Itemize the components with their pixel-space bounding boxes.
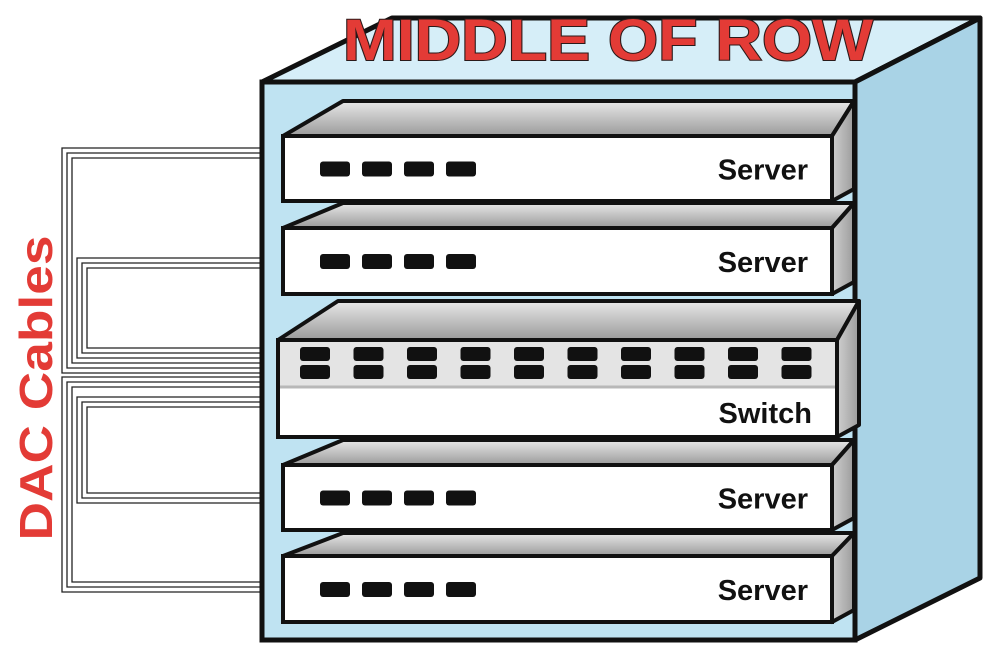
server-port xyxy=(320,582,350,597)
switch-port-lower xyxy=(353,365,384,379)
rack-side-face xyxy=(852,15,983,643)
server-unit-5: Server xyxy=(281,531,856,624)
switch-port-lower xyxy=(300,365,330,379)
switch-port-upper xyxy=(514,347,544,361)
server-port xyxy=(404,582,434,597)
switch-label: Switch xyxy=(719,398,812,430)
switch-port-upper xyxy=(728,347,758,361)
server-unit-4: Server xyxy=(281,438,856,532)
switch-port-lower xyxy=(460,365,491,379)
switch-port-upper xyxy=(460,347,491,361)
switch-unit: Switch xyxy=(276,299,861,439)
server-label: Server xyxy=(718,247,808,279)
server-port xyxy=(404,254,434,269)
server-label: Server xyxy=(718,155,808,187)
diagram-title: MIDDLE OF ROW xyxy=(343,8,873,73)
switch-port-lower xyxy=(781,365,812,379)
dac-cable-inner-bottom xyxy=(76,396,262,504)
dac-cables xyxy=(61,147,262,593)
server-unit-1: Server xyxy=(281,99,856,203)
device-top-face xyxy=(281,201,856,230)
dac-cable-outer-top xyxy=(61,147,262,374)
switch-port-upper xyxy=(300,347,330,361)
switch-port-lower xyxy=(514,365,544,379)
device-top-face xyxy=(281,438,856,467)
switch-port-lower xyxy=(407,365,437,379)
server-port xyxy=(320,490,350,506)
dac-cable-outer-bottom xyxy=(61,376,262,593)
switch-port-upper xyxy=(781,347,812,361)
switch-port-upper xyxy=(621,347,651,361)
switch-port-upper xyxy=(674,347,705,361)
server-port xyxy=(446,254,476,269)
server-port xyxy=(362,582,392,597)
switch-port-upper xyxy=(407,347,437,361)
server-port xyxy=(404,490,434,506)
server-port xyxy=(362,490,392,506)
device-top-face xyxy=(281,99,856,138)
device-top-face xyxy=(276,299,861,342)
server-label: Server xyxy=(718,575,808,607)
server-port xyxy=(446,582,476,597)
server-port xyxy=(362,161,392,177)
server-label: Server xyxy=(718,484,808,516)
switch-port-lower xyxy=(567,365,598,379)
server-port xyxy=(362,254,392,269)
server-port xyxy=(320,254,350,269)
dac-cables-label: DAC Cables xyxy=(10,236,62,541)
server-port xyxy=(446,490,476,506)
switch-port-upper xyxy=(353,347,384,361)
switch-port-upper xyxy=(567,347,598,361)
switch-port-lower xyxy=(621,365,651,379)
device-top-face xyxy=(281,531,856,558)
server-port xyxy=(404,161,434,177)
server-unit-2: Server xyxy=(281,201,856,296)
switch-port-lower xyxy=(674,365,705,379)
server-port xyxy=(320,161,350,177)
server-port xyxy=(446,161,476,177)
dac-cable-inner-top xyxy=(76,257,262,359)
switch-port-lower xyxy=(728,365,758,379)
